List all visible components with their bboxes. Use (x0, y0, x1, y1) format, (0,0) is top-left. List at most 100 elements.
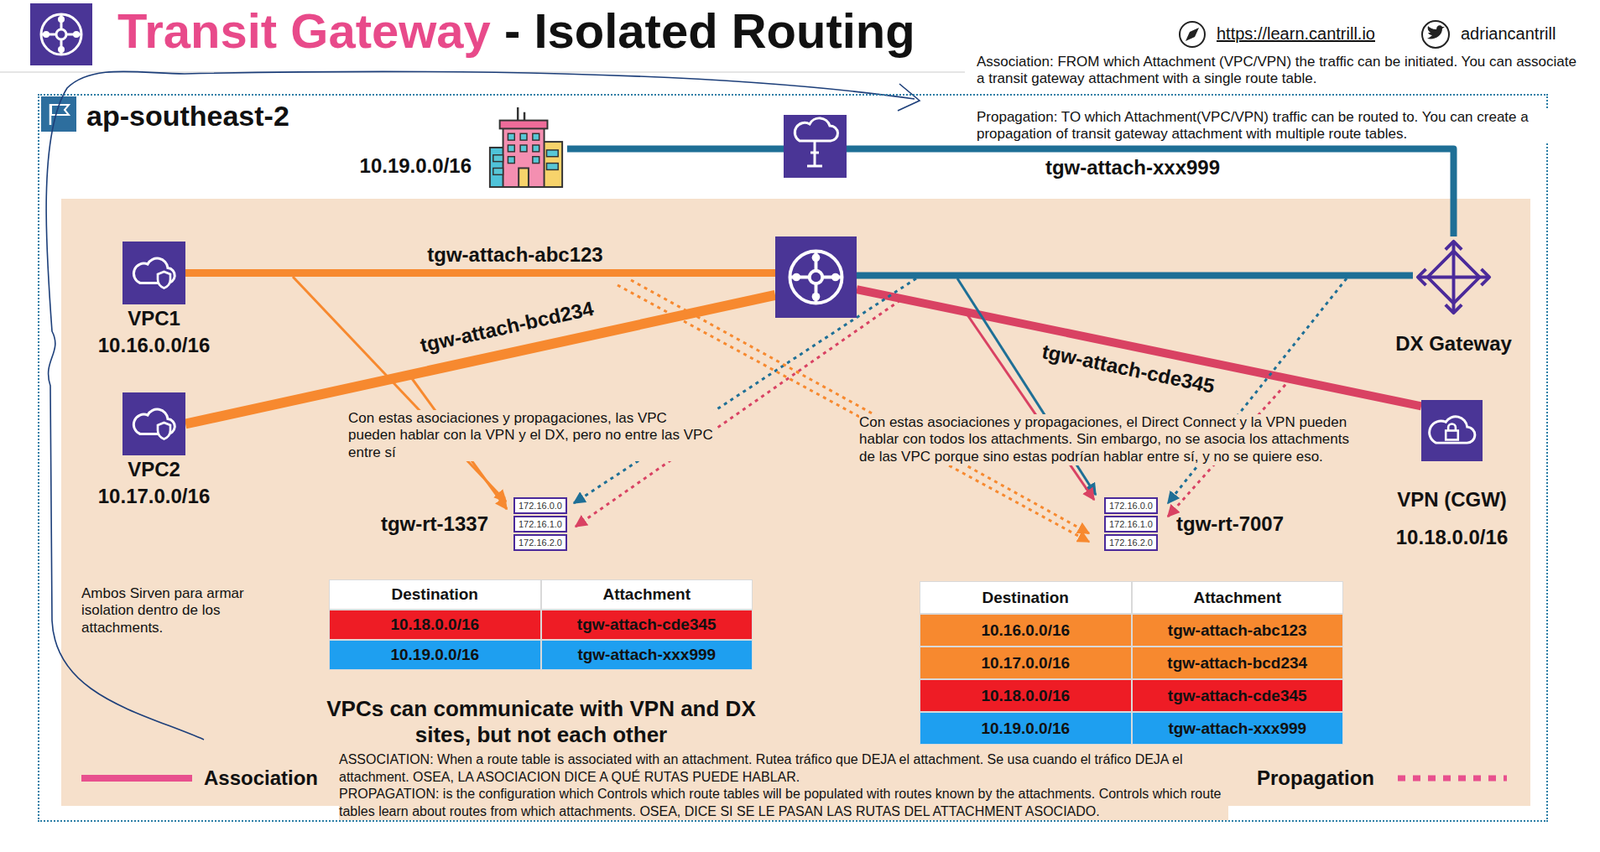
icon-part (42, 31, 50, 38)
route-entry: 172.16.0.0 (1104, 497, 1158, 515)
node-label: 10.17.0.0/16 (98, 484, 210, 510)
table-header: Destination (391, 585, 479, 605)
icon-part (783, 114, 847, 178)
route-table-name: tgw-rt-7007 (1176, 512, 1284, 537)
route-table-name: tgw-rt-1337 (380, 512, 489, 537)
table-value: 10.19.0.0/16 (390, 646, 480, 665)
table-value: 10.16.0.0/16 (980, 621, 1070, 641)
region-flag-icon (41, 96, 77, 132)
icon-part (789, 250, 842, 303)
route-entry: 172.16.1.0 (513, 515, 568, 533)
vpc-node: VPC110.16.0.0/16 (122, 241, 186, 305)
icon-part (1422, 20, 1449, 48)
icon-part (122, 392, 186, 456)
icon-part (1429, 416, 1475, 443)
icon-part (792, 273, 801, 282)
table-cell: Attachment (1131, 581, 1345, 615)
icon-part (500, 120, 548, 130)
table-cell: 10.19.0.0/16 (919, 712, 1132, 746)
icon-part (542, 141, 563, 188)
icon-part (547, 163, 559, 171)
legend-label: Association (203, 766, 318, 792)
table-value: tgw-attach-abc123 (1167, 621, 1308, 641)
route-entry: 172.16.0.0 (513, 497, 568, 515)
icon-part (57, 46, 65, 53)
icon-part (157, 271, 171, 289)
route-entry: 172.16.2.0 (513, 534, 568, 552)
icon-part (72, 31, 80, 38)
table-cell: tgw-attach-xxx999 (541, 640, 754, 671)
note-text: Propagation: TO which Attachment(VPC/VPN… (976, 109, 1587, 144)
icon-part (1417, 241, 1490, 313)
table-cell: 10.17.0.0/16 (919, 646, 1132, 680)
table-cell: 10.19.0.0/16 (328, 640, 542, 671)
icon-part (532, 133, 540, 141)
table-value: tgw-attach-xxx999 (577, 646, 716, 665)
icon-part (1417, 241, 1490, 313)
icon-part (57, 15, 65, 23)
note-text: PROPAGATION: is the configuration which … (338, 786, 1229, 821)
table-value: tgw-attach-cde345 (577, 615, 717, 635)
icon-part (122, 241, 186, 305)
icon-part (812, 253, 821, 262)
note-text: Con estas asociaciones y propagaciones, … (348, 410, 718, 462)
table-header: Attachment (602, 585, 691, 605)
icon-part (532, 145, 540, 152)
icon-part (41, 14, 82, 55)
icon-part (966, 313, 1095, 501)
note-text: Ambos Sirven para armar isolation dentro… (81, 585, 273, 637)
table-value: 10.19.0.0/16 (980, 719, 1070, 739)
region-name: ap-southeast-2 (86, 99, 290, 134)
icon-part (831, 273, 840, 282)
icon-part (1421, 400, 1483, 462)
icon-part (157, 422, 171, 440)
table-cell: 10.18.0.0/16 (328, 609, 542, 641)
icon-part (630, 280, 1090, 534)
node-label: 10.19.0.0/16 (359, 154, 472, 179)
attachment-label: tgw-attach-abc123 (427, 243, 603, 268)
node-label: VPN (CGW) (1396, 488, 1507, 513)
icon-part (30, 3, 93, 66)
legend-label: Propagation (1256, 766, 1375, 792)
vpn-node: VPN (CGW)10.18.0.0/16 (1421, 400, 1483, 462)
attachment-label: tgw-attach-xxx999 (1045, 156, 1220, 181)
tgw-node (775, 236, 857, 318)
building-icon (484, 102, 568, 189)
icon-part (41, 96, 77, 132)
table-value: tgw-attach-bcd234 (1167, 654, 1308, 673)
icon-part (532, 156, 540, 164)
icon-part (493, 155, 504, 162)
icon-part (547, 150, 559, 157)
node-label: 10.18.0.0/16 (1396, 526, 1508, 551)
table-value: 10.18.0.0/16 (980, 687, 1070, 706)
note-text: https://learn.cantrill.io (1216, 23, 1376, 44)
legend-association-line (81, 775, 193, 782)
attachment-line (856, 272, 1413, 280)
table-cell: Attachment (541, 579, 754, 610)
association-arrows (292, 276, 1096, 510)
table-header: Attachment (1193, 588, 1282, 608)
rt-node: 172.16.0.0172.16.1.0172.16.2.0tgw-rt-133… (513, 497, 568, 552)
icon-part (1427, 250, 1480, 303)
table-cell: tgw-attach-bcd234 (1131, 646, 1345, 680)
icon-part (789, 250, 842, 303)
dxgw-node: DX Gateway (1412, 236, 1495, 318)
icon-part (518, 167, 529, 188)
icon-part (507, 145, 515, 152)
table-cell: Destination (328, 579, 542, 610)
attachment-line (185, 269, 776, 277)
icon-part (1185, 27, 1199, 42)
icon-part (56, 29, 67, 40)
dxgw-icon (1412, 236, 1495, 318)
icon-part (1179, 21, 1205, 47)
handwritten-arrowhead (897, 83, 920, 111)
title-icon (30, 3, 93, 66)
icon-part (503, 126, 545, 188)
table-value: 10.17.0.0/16 (980, 654, 1070, 673)
attachment-line (567, 149, 1455, 237)
vpc-icon (122, 241, 186, 305)
table-value: tgw-attach-cde345 (1167, 687, 1308, 706)
dx-location-icon (783, 114, 847, 178)
rt-node: 172.16.0.0172.16.1.0172.16.2.0tgw-rt-700… (1104, 497, 1158, 552)
table-value: tgw-attach-xxx999 (1167, 719, 1307, 739)
